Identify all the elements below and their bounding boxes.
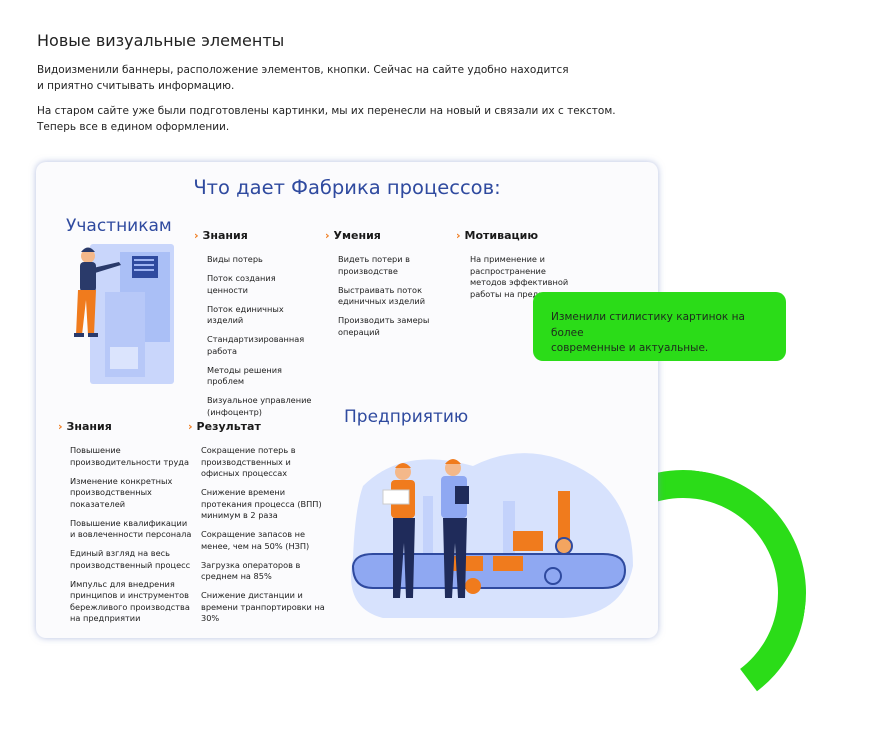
list-item: Производить замеры операций bbox=[338, 315, 430, 337]
list-item: Единый взгляд на весь производственный п… bbox=[70, 548, 191, 570]
chevron-right-icon: › bbox=[58, 420, 63, 433]
list-item: Загрузка операторов в среднем на 85% bbox=[201, 559, 301, 582]
enterprise-list-2: Сокращение потерь в производственных и о… bbox=[201, 445, 325, 632]
list-item: Повышение производительности труда bbox=[70, 445, 189, 467]
chevron-right-icon: › bbox=[188, 420, 193, 433]
second-paragraph: На старом сайте уже были подготовлены ка… bbox=[37, 105, 616, 133]
enterprise-col-heading-2: ›Результат bbox=[188, 420, 261, 433]
list-item: Виды потерь bbox=[207, 254, 263, 264]
enterprise-list-1: Повышение производительности труда Измен… bbox=[70, 445, 192, 632]
list-item: Снижение дистанции и времени транпортиро… bbox=[201, 590, 325, 623]
list-item: Снижение времени протекания процесса (ВП… bbox=[201, 487, 322, 520]
list-item: Сокращение потерь в производственных и о… bbox=[201, 445, 296, 478]
participants-col-heading-2: ›Умения bbox=[325, 229, 381, 242]
engineer-illustration bbox=[74, 244, 174, 384]
chevron-right-icon: › bbox=[456, 229, 461, 242]
list-item: Повышение квалификации и вовлеченности п… bbox=[70, 517, 192, 540]
list-item: На применение и распространение методов … bbox=[470, 254, 575, 299]
card-title: Что дает Фабрика процессов: bbox=[193, 176, 501, 199]
list-item: Стандартизированная работа bbox=[207, 334, 305, 356]
list-item: Выстраивать поток единичных изделий bbox=[338, 284, 426, 307]
enterprise-title: Предприятию bbox=[344, 407, 469, 427]
page-heading: Новые визуальные элементы bbox=[37, 31, 285, 50]
enterprise-col-heading-1: ›Знания bbox=[58, 420, 112, 433]
chevron-right-icon: › bbox=[325, 229, 330, 242]
participants-col-heading-3: ›Мотивацию bbox=[456, 229, 539, 242]
factory-workers-illustration bbox=[351, 453, 633, 618]
list-item: Методы решения проблем bbox=[207, 364, 282, 387]
benefits-card: Что дает Фабрика процессов: Участникам ›… bbox=[36, 162, 658, 638]
list-item: Изменение конкретных производственных по… bbox=[70, 475, 173, 509]
participants-list-2: Видеть потери в производстве Выстраивать… bbox=[338, 254, 454, 346]
list-item: Импульс для внедрения принципов и инстру… bbox=[70, 578, 190, 624]
list-item: Поток создания ценности bbox=[207, 273, 276, 295]
participants-list-1: Виды потерь Поток создания ценности Пото… bbox=[207, 254, 319, 426]
participants-title: Участникам bbox=[66, 216, 172, 236]
list-item: Сокращение запасов не менее, чем на 50% … bbox=[201, 529, 310, 551]
list-item: Видеть потери в производстве bbox=[338, 254, 410, 276]
intro-paragraph: Видоизменили баннеры, расположение элеме… bbox=[37, 64, 569, 92]
chevron-right-icon: › bbox=[194, 229, 199, 242]
list-item: Визуальное управление (инфоцентр) bbox=[207, 395, 312, 417]
participants-list-3: На применение и распространение методов … bbox=[470, 254, 580, 308]
participants-col-heading-1: ›Знания bbox=[194, 229, 248, 242]
list-item: Поток единичных изделий bbox=[207, 303, 284, 326]
